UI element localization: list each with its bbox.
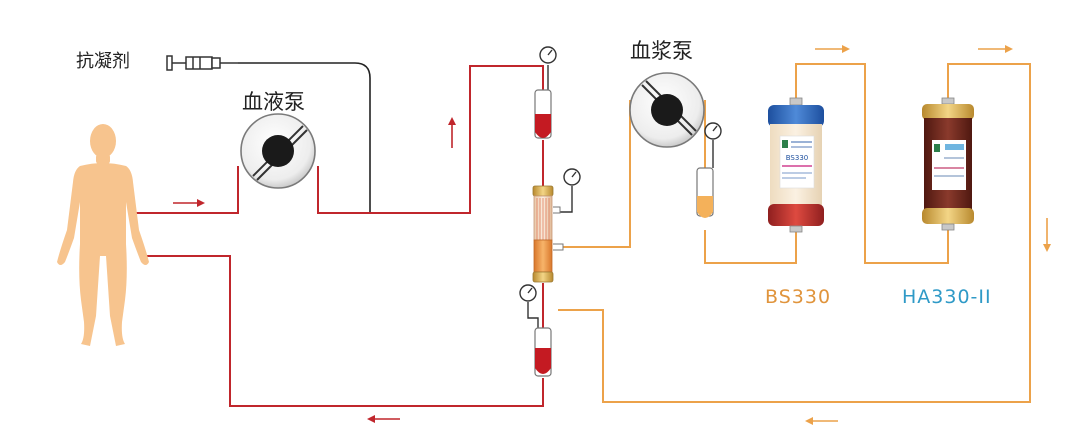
bs330-column-icon: BS330	[768, 97, 824, 233]
flow-arrow-orange-down	[1043, 218, 1051, 252]
venous-drip-chamber-icon	[534, 327, 552, 377]
pump-to-filter-line	[317, 65, 544, 214]
ha330-column-icon	[922, 97, 974, 231]
plasma-pump-icon	[629, 72, 705, 148]
pressure-gauge-icon	[558, 168, 581, 213]
bulb-to-bs330-line	[704, 228, 797, 264]
bs330-to-ha330-line	[795, 63, 949, 264]
plasma-pump-label: 血浆泵	[630, 39, 693, 63]
flow-arrow-orange-right-2	[978, 45, 1013, 53]
ha330-return-line	[558, 63, 1031, 403]
blood-line-red	[135, 65, 544, 407]
flow-arrow-orange-right-1	[815, 45, 850, 53]
plasma-separator-icon	[532, 185, 564, 283]
black-line-anticoagulant	[238, 62, 371, 212]
syringe-icon	[166, 55, 238, 71]
bs330-canister-brand: BS330	[786, 154, 808, 162]
flow-arrow-red-up	[448, 117, 456, 148]
anticoagulant-label: 抗凝剂	[76, 51, 130, 72]
plasma-out-line	[563, 100, 631, 248]
arterial-line	[135, 166, 239, 214]
patient-silhouette	[57, 124, 149, 346]
pressure-gauge-icon	[704, 122, 722, 168]
plasma-drip-chamber-icon	[696, 167, 714, 218]
bs330-label: BS330	[765, 286, 832, 308]
pressure-gauge-icon	[539, 46, 557, 90]
arterial-drip-chamber-icon	[534, 89, 552, 139]
venous-return-line	[145, 255, 544, 407]
pressure-gauge-icon	[519, 284, 539, 328]
flow-arrow-red-left	[367, 415, 400, 423]
blood-pump-icon	[240, 113, 316, 189]
flow-arrow-orange-left	[805, 417, 838, 425]
blood-pump-label: 血液泵	[242, 90, 305, 114]
ha330-label: HA330-II	[902, 286, 992, 308]
flow-arrow-red-right	[173, 199, 205, 207]
